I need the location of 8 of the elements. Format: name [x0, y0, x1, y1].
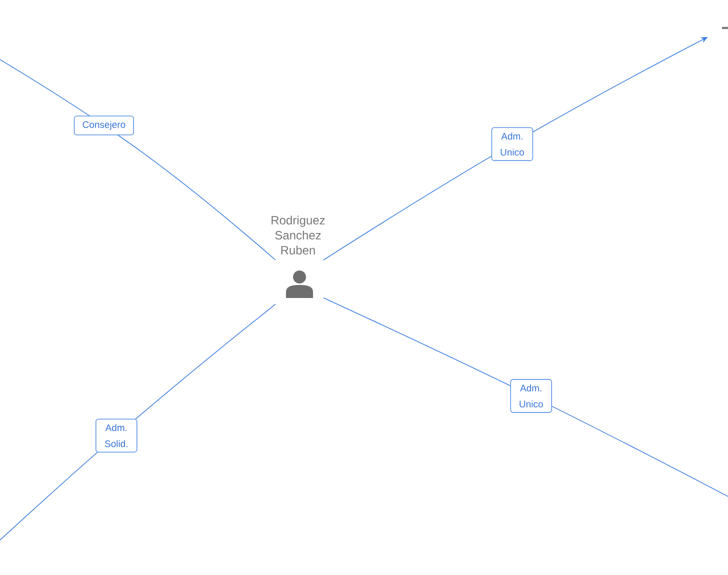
connector-line	[0, 58, 276, 260]
edge-label: Adm. Solid.	[96, 418, 138, 453]
bar-mark	[722, 26, 728, 30]
connector-line	[323, 297, 728, 498]
edge-label: Consejero	[74, 116, 134, 136]
edge-label: Adm. Unico	[510, 379, 552, 413]
edge-label: Adm. Unico	[491, 127, 534, 161]
person-name: Rodriguez Sanchez Ruben	[272, 216, 325, 254]
